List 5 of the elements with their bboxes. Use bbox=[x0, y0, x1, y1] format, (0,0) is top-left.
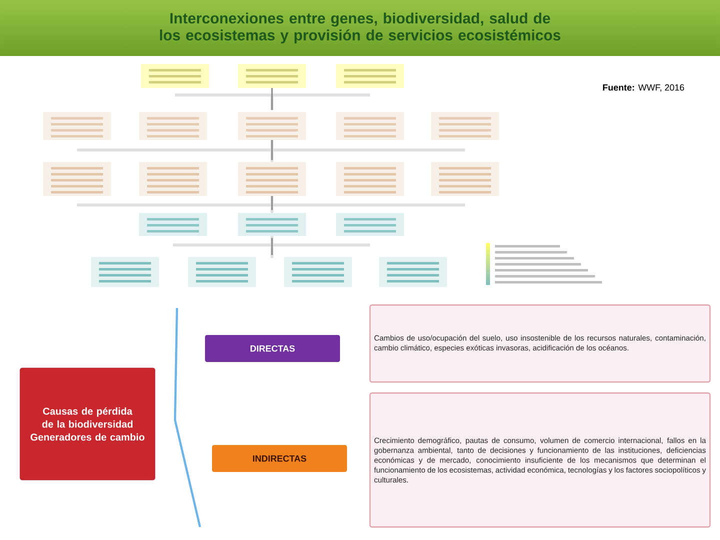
title: Interconexiones entre genes, biodiversidad, salud de los ecosistemas y provisión de servicios ecosistémicos bbox=[160, 12, 560, 44]
cause-box: Causas de pérdida de la biodiversidad Generadores de cambio bbox=[20, 368, 156, 480]
category-box: INDIRECTAS bbox=[212, 445, 347, 472]
category-box: DIRECTAS bbox=[205, 335, 340, 362]
flowchart-drawing bbox=[43, 64, 602, 287]
